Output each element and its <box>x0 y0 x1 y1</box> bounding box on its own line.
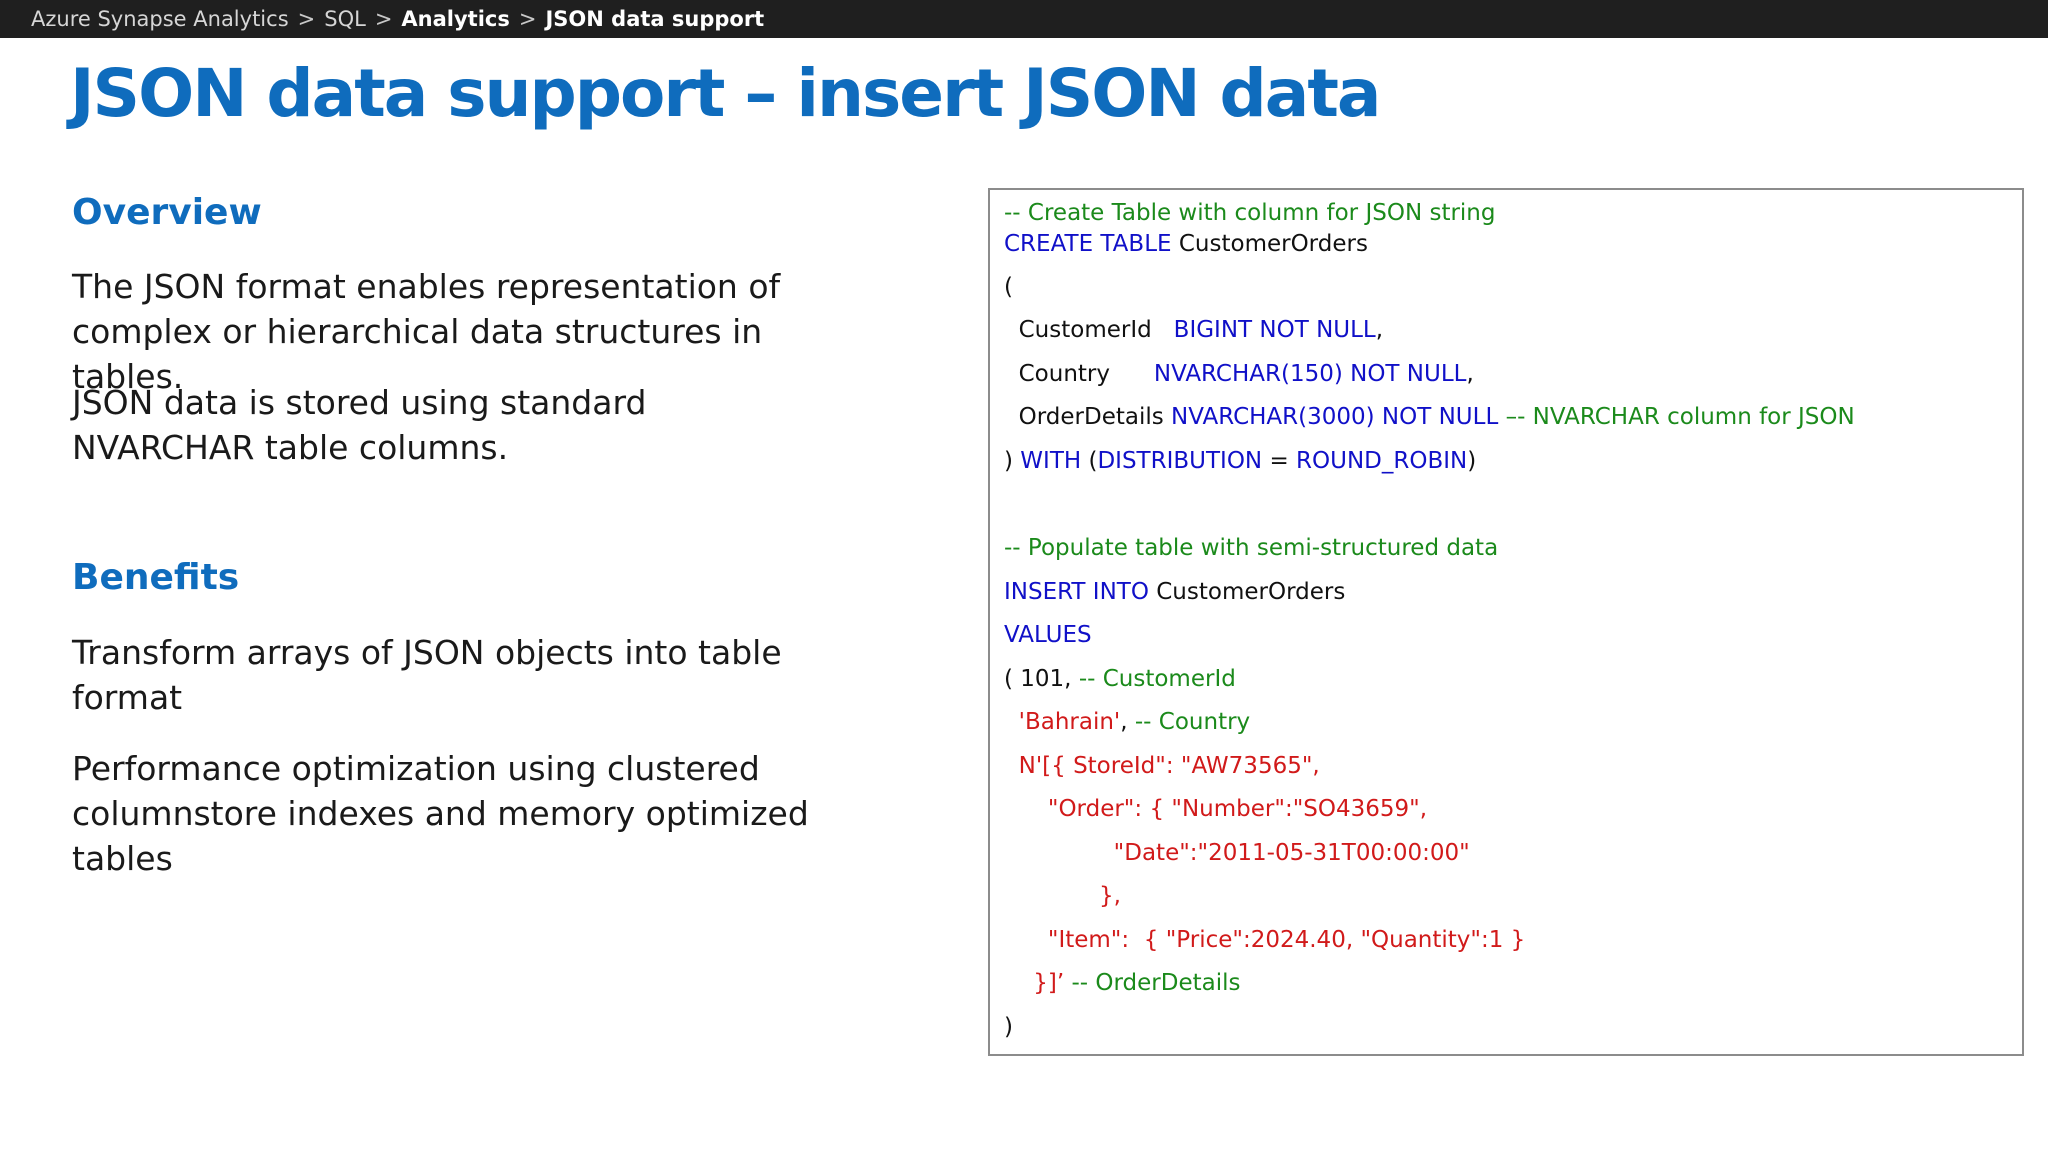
code-token: ROUND_ROBIN <box>1296 448 1468 474</box>
code-token: 'Bahrain' <box>1004 709 1121 735</box>
code-token: OrderDetails <box>1004 404 1172 430</box>
code-line: Country NVARCHAR(150) NOT NULL, <box>1004 359 1474 389</box>
code-token: -- Create Table with column for JSON str… <box>1004 200 1496 226</box>
code-token: "Date":"2011-05-31T00:00:00" <box>1004 840 1470 866</box>
code-token: = <box>1262 448 1297 474</box>
code-line: ) <box>1004 1012 1013 1042</box>
code-token: BIGINT NOT NULL <box>1173 317 1376 343</box>
breadcrumb-item-azure-synapse-analytics[interactable]: Azure Synapse Analytics <box>31 7 289 31</box>
code-line: ( 101, -- CustomerId <box>1004 664 1236 694</box>
code-token: –- NVARCHAR column for JSON <box>1498 404 1855 430</box>
code-line: -- Create Table with column for JSON str… <box>1004 198 1495 228</box>
code-token: CustomerId <box>1004 317 1174 343</box>
code-token: WITH <box>1020 448 1082 474</box>
code-line: "Item": { "Price":2024.40, "Quantity":1 … <box>1004 925 1525 955</box>
code-line: }, <box>1004 881 1121 911</box>
breadcrumb-separator: > <box>518 7 537 31</box>
code-token: DISTRIBUTION <box>1097 448 1263 474</box>
benefits-paragraph-1: Transform arrays of JSON objects into ta… <box>72 633 782 717</box>
overview-heading: Overview <box>72 192 262 233</box>
code-token: ) <box>1004 448 1021 474</box>
code-token: -- Country <box>1134 709 1251 735</box>
code-token: }]’ <box>1004 970 1065 996</box>
code-token: -- Populate table with semi-structured d… <box>1004 535 1499 561</box>
breadcrumb-separator: > <box>297 7 316 31</box>
code-token: CustomerOrders <box>1171 231 1368 257</box>
code-line: INSERT INTO CustomerOrders <box>1004 577 1345 607</box>
benefits-paragraph-2: Performance optimization using clustered… <box>72 749 809 878</box>
code-line: ) WITH (DISTRIBUTION = ROUND_ROBIN) <box>1004 446 1476 476</box>
code-line: CustomerId BIGINT NOT NULL, <box>1004 315 1383 345</box>
code-token: , <box>1466 361 1474 387</box>
code-line: CREATE TABLE CustomerOrders <box>1004 229 1368 259</box>
code-token: ( 101, <box>1004 666 1079 692</box>
code-line: "Date":"2011-05-31T00:00:00" <box>1004 838 1470 868</box>
code-token: CustomerOrders <box>1148 579 1346 605</box>
code-token: -- CustomerId <box>1078 666 1236 692</box>
page-title: JSON data support – insert JSON data <box>70 55 1381 132</box>
code-token: "Order": { "Number":"SO43659", <box>1004 796 1428 822</box>
benefits-heading: Benefits <box>72 557 240 598</box>
code-token: -- OrderDetails <box>1064 970 1241 996</box>
code-line: N'[{ StoreId": "AW73565", <box>1004 751 1320 781</box>
code-token: NVARCHAR(150) NOT NULL <box>1153 361 1467 387</box>
code-token: ( <box>1081 448 1098 474</box>
code-token: CREATE TABLE <box>1004 231 1172 257</box>
breadcrumb: Azure Synapse Analytics > SQL > Analytic… <box>0 0 2048 38</box>
code-sample-box: -- Create Table with column for JSON str… <box>988 188 2024 1056</box>
code-token: NVARCHAR(3000) NOT NULL <box>1171 404 1499 430</box>
code-line: ( <box>1004 272 1013 302</box>
breadcrumb-separator: > <box>374 7 393 31</box>
code-token: "Item": { "Price":2024.40, "Quantity":1 … <box>1004 927 1526 953</box>
overview-paragraph-2: JSON data is stored using standard NVARC… <box>72 383 647 467</box>
breadcrumb-item-sql[interactable]: SQL <box>324 7 366 31</box>
code-line: }]’ -- OrderDetails <box>1004 968 1241 998</box>
breadcrumb-item-json-data-support[interactable]: JSON data support <box>545 7 765 31</box>
code-line: OrderDetails NVARCHAR(3000) NOT NULL –- … <box>1004 402 1855 432</box>
code-token: INSERT INTO <box>1004 579 1149 605</box>
code-token: Country <box>1004 361 1154 387</box>
code-line: VALUES <box>1004 620 1092 650</box>
code-line: "Order": { "Number":"SO43659", <box>1004 794 1427 824</box>
code-line: -- Populate table with semi-structured d… <box>1004 533 1498 563</box>
code-token: , <box>1375 317 1384 343</box>
code-token: }, <box>1004 883 1121 909</box>
overview-paragraph-1: The JSON format enables representation o… <box>72 267 781 396</box>
code-token: ) <box>1467 448 1477 474</box>
code-token: N'[{ StoreId": "AW73565", <box>1004 753 1320 779</box>
code-line: 'Bahrain', -- Country <box>1004 707 1251 737</box>
breadcrumb-item-analytics[interactable]: Analytics <box>401 7 510 31</box>
code-token: ( <box>1004 274 1013 300</box>
code-token: VALUES <box>1004 622 1092 648</box>
code-token: ) <box>1004 1014 1013 1040</box>
code-token: , <box>1120 709 1135 735</box>
